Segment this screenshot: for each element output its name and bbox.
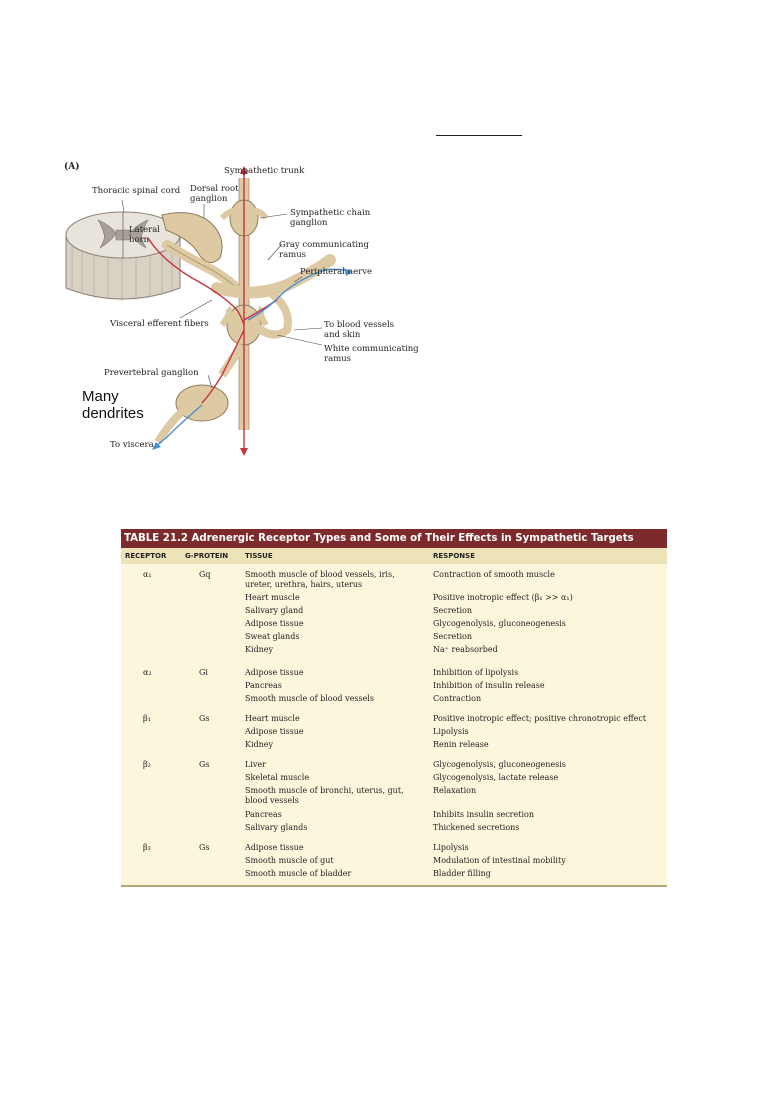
receptor-cell: β₂ <box>143 760 151 769</box>
response-cell: Secretion <box>433 632 472 641</box>
gprotein-cell: Gs <box>199 760 210 769</box>
gprotein-cell: Gs <box>199 714 210 723</box>
header-receptor: RECEPTOR <box>125 552 167 560</box>
tissue-cell: Kidney <box>245 645 274 654</box>
tissue-cell: Sweat glands <box>245 632 300 641</box>
response-cell: Inhibition of insulin release <box>433 681 545 690</box>
table-header-row: RECEPTOR G-PROTEIN TISSUE RESPONSE <box>121 548 667 564</box>
tissue-cell: Skeletal muscle <box>245 773 310 782</box>
response-cell: Thickened secretions <box>433 823 520 832</box>
adrenergic-receptor-table: TABLE 21.2 Adrenergic Receptor Types and… <box>121 529 667 887</box>
label-to-blood-vessels: To blood vessels and skin <box>324 320 395 340</box>
receptor-cell: β₃ <box>143 843 151 852</box>
response-cell: Lipolysis <box>433 843 469 852</box>
header-tissue: TISSUE <box>245 552 273 560</box>
response-cell: Bladder filling <box>433 869 491 878</box>
tissue-cell: Adipose tissue <box>245 843 304 852</box>
response-cell: Na⁺ reabsorbed <box>433 645 498 654</box>
response-cell: Modulation of intestinal mobility <box>433 856 566 865</box>
response-cell: Inhibition of lipolysis <box>433 668 519 677</box>
label-thoracic-spinal-cord: Thoracic spinal cord <box>92 186 181 196</box>
label-dorsal-root-ganglion: Dorsal root ganglion <box>190 184 239 204</box>
tissue-cell: Smooth muscle of bronchi, uterus, gut, b… <box>245 786 404 805</box>
label-to-viscera: To viscera <box>110 440 154 450</box>
receptor-cell: β₁ <box>143 714 151 723</box>
tissue-cell: Adipose tissue <box>245 619 304 628</box>
response-cell: Contraction <box>433 694 482 703</box>
spinal-cord-drawing <box>65 211 181 301</box>
tissue-cell: Heart muscle <box>245 714 300 723</box>
tissue-cell: Pancreas <box>245 681 282 690</box>
response-cell: Glycogenolysis, lactate release <box>433 773 559 782</box>
label-peripheral-nerve: Peripheral nerve <box>300 267 373 277</box>
label-sympathetic-chain-ganglion: Sympathetic chain ganglion <box>290 208 371 228</box>
response-cell: Contraction of smooth muscle <box>433 570 555 579</box>
figure-panel-label: (A) <box>64 162 80 172</box>
header-response: RESPONSE <box>433 552 475 560</box>
label-white-communicating-ramus: White communicating ramus <box>324 344 419 364</box>
gprotein-cell: Gi <box>199 668 208 677</box>
preganglionic-fibers <box>147 166 278 456</box>
tissue-cell: Adipose tissue <box>245 727 304 736</box>
header-gprotein: G-PROTEIN <box>185 552 229 560</box>
label-prevertebral-ganglion: Prevertebral ganglion <box>104 368 199 378</box>
postganglionic-fibers <box>152 268 353 450</box>
label-gray-communicating-ramus: Gray communicating ramus <box>279 240 369 260</box>
tissue-cell: Smooth muscle of blood vessels <box>245 694 374 703</box>
table-bottom-rule <box>121 885 667 887</box>
tissue-cell: Liver <box>245 760 266 769</box>
response-cell: Glycogenolysis, gluconeogenesis <box>433 760 566 769</box>
tissue-cell: Kidney <box>245 740 274 749</box>
leader-lines <box>121 199 323 389</box>
label-many-dendrites: Many dendrites <box>82 388 144 422</box>
sympathetic-pathway-figure: (A) Sympathetic trunk Thoracic spinal co… <box>62 160 432 460</box>
label-sympathetic-trunk: Sympathetic trunk <box>224 166 305 176</box>
receptor-cell: α₁ <box>143 570 152 579</box>
response-cell: Relaxation <box>433 786 477 795</box>
response-cell: Renin release <box>433 740 489 749</box>
tissue-cell: Adipose tissue <box>245 668 304 677</box>
anatomy-illustration <box>65 166 353 456</box>
gprotein-cell: Gs <box>199 843 210 852</box>
tissue-cell: Heart muscle <box>245 593 300 602</box>
response-cell: Inhibits insulin secretion <box>433 810 534 819</box>
top-rule-line <box>436 135 522 136</box>
table-title: TABLE 21.2 Adrenergic Receptor Types and… <box>121 529 667 548</box>
response-cell: Lipolysis <box>433 727 469 736</box>
label-lateral-horn: Lateral horn <box>129 225 161 245</box>
tissue-cell: Smooth muscle of bladder <box>245 869 352 878</box>
response-cell: Positive inotropic effect (β₁ >> α₁) <box>433 593 573 602</box>
receptor-cell: α₂ <box>143 668 152 677</box>
response-cell: Glycogenolysis, gluconeogenesis <box>433 619 566 628</box>
label-visceral-efferent-fibers: Visceral efferent fibers <box>110 319 209 329</box>
tissue-cell: Salivary gland <box>245 606 304 615</box>
gprotein-cell: Gq <box>199 570 211 579</box>
tissue-cell: Pancreas <box>245 810 282 819</box>
response-cell: Secretion <box>433 606 472 615</box>
tissue-cell: Smooth muscle of blood vessels, iris, ur… <box>245 570 395 589</box>
tissue-cell: Smooth muscle of gut <box>245 856 334 865</box>
tissue-cell: Salivary glands <box>245 823 308 832</box>
response-cell: Positive inotropic effect; positive chro… <box>433 714 647 723</box>
